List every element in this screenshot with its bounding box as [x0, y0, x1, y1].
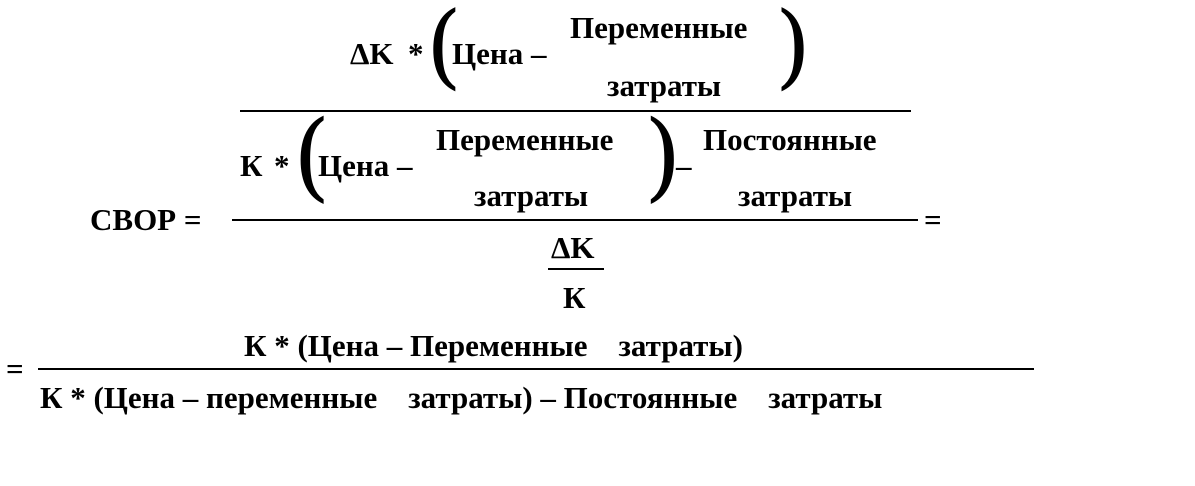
inner-fraction-bar	[240, 110, 911, 112]
minus-operator: –	[676, 148, 692, 183]
times-operator: *	[408, 36, 424, 71]
lhs-label: СВОР =	[90, 202, 202, 237]
result-numerator: К * (Цена – Переменные затраты)	[244, 328, 743, 363]
right-paren: )	[644, 100, 682, 212]
right-paren: )	[775, 0, 811, 99]
times-operator: *	[274, 148, 290, 183]
result-denominator: К * (Цена – переменные затраты) – Постоя…	[40, 380, 883, 415]
k-symbol: К	[240, 148, 263, 183]
delta-k-symbol: ΔK	[551, 230, 595, 265]
variable-label: Переменные	[436, 122, 614, 157]
fixed-label: Постоянные	[703, 122, 877, 157]
costs-label: затраты	[738, 178, 853, 213]
delta-k-symbol: ΔK	[350, 36, 394, 71]
left-paren: (	[426, 0, 462, 99]
price-minus-term: Цена –	[452, 36, 547, 71]
variable-label: Переменные	[570, 10, 748, 45]
main-fraction-bar	[232, 219, 918, 221]
left-paren: (	[293, 100, 331, 212]
costs-label: затраты	[474, 178, 589, 213]
k-symbol: К	[563, 280, 586, 315]
equals-sign: =	[924, 202, 942, 237]
price-minus-term: Цена –	[318, 148, 413, 183]
equals-sign: =	[6, 351, 24, 386]
result-fraction-bar	[38, 368, 1034, 370]
small-fraction-bar	[548, 268, 604, 270]
costs-label: затраты	[607, 68, 722, 103]
